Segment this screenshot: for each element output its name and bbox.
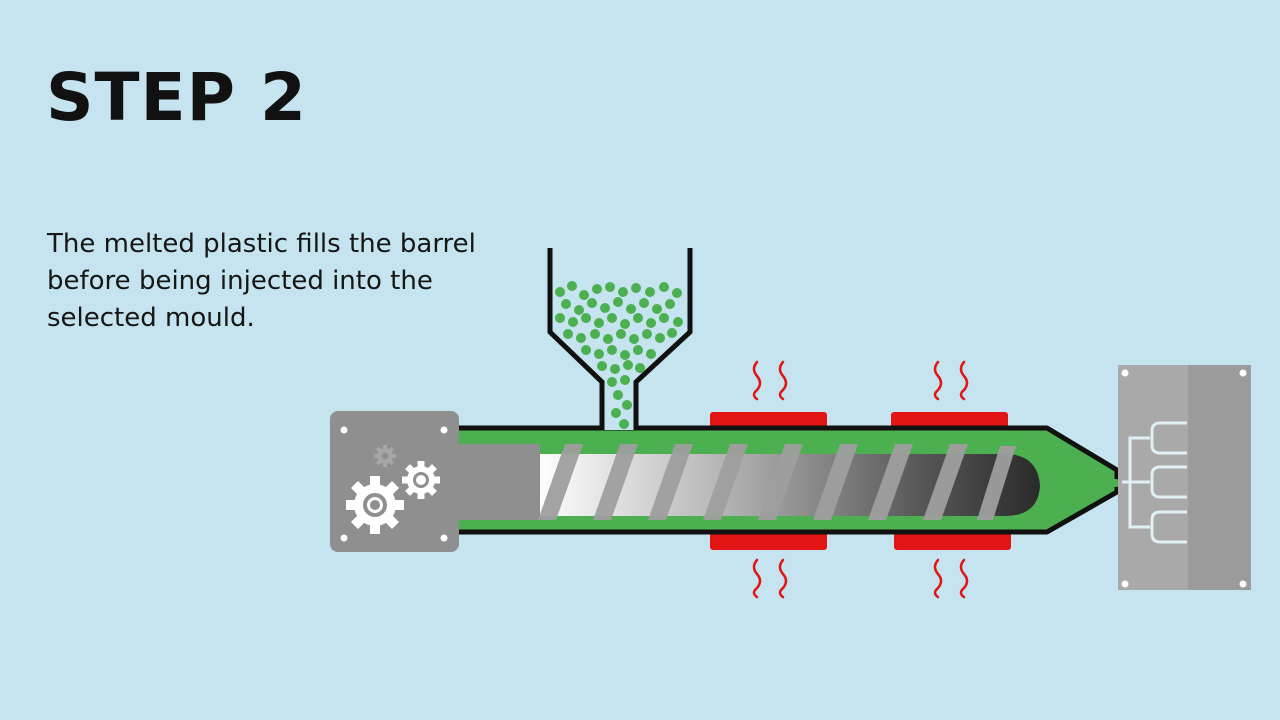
mould-right-half — [1188, 365, 1251, 590]
heater-band-bottom-1 — [710, 530, 827, 550]
screw — [455, 444, 1040, 520]
nozzle — [1090, 476, 1124, 490]
screw-flights — [538, 444, 1016, 520]
heat-wave-icon — [933, 360, 943, 401]
heat-wave-icon — [778, 558, 788, 599]
heat-wave-icon — [959, 558, 969, 599]
gear-icon — [374, 445, 396, 467]
heater-band-bottom-2 — [894, 530, 1011, 550]
gear-icon — [346, 476, 404, 534]
gearbox — [330, 411, 459, 552]
hopper-outline-right — [633, 248, 693, 430]
plastic-pellets — [555, 281, 683, 429]
step-title: STEP 2 — [46, 59, 307, 136]
heat-wave-icon — [752, 558, 762, 599]
heat-waves — [752, 360, 969, 599]
hopper-fill — [552, 250, 688, 430]
heat-wave-icon — [778, 360, 788, 401]
hopper — [547, 248, 693, 430]
gear-icon — [402, 461, 440, 499]
step-description: The melted plastic fills the barrel befo… — [47, 229, 476, 333]
hopper-outline-left — [547, 248, 605, 430]
heat-wave-icon — [933, 558, 943, 599]
heat-wave-icon — [959, 360, 969, 401]
mould — [1118, 365, 1251, 590]
screw-drive-shaft — [455, 444, 540, 520]
heat-wave-icon — [752, 360, 762, 401]
mould-cavities — [1122, 421, 1187, 544]
